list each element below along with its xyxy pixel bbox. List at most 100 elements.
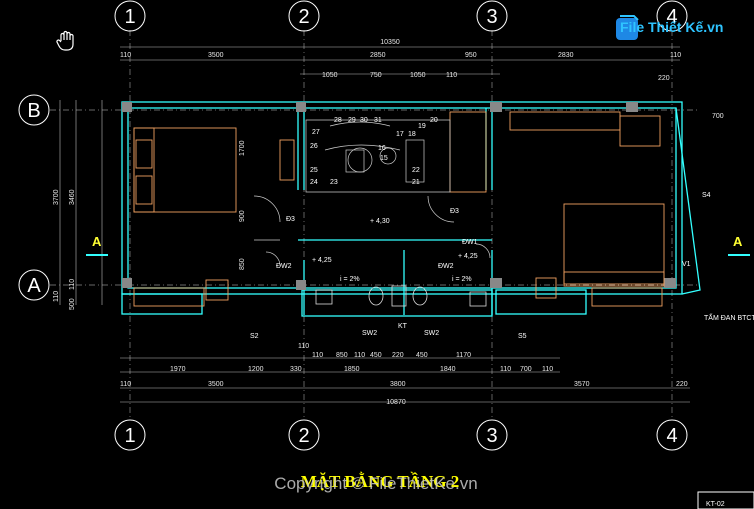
dim-left-inner: 3460 — [69, 189, 76, 205]
grid-label-top-3: 3 — [486, 6, 497, 28]
dim-bottom-r2-1: 110 — [120, 381, 131, 388]
window-label-s2: S2 — [250, 333, 259, 340]
grid-label-top-2: 2 — [298, 6, 309, 28]
stair-no-30: 30 — [360, 117, 368, 124]
grid-label-bottom-4: 4 — [666, 425, 677, 447]
stair-no-23: 23 — [330, 179, 338, 186]
dim-bottom-misc: 110 — [298, 343, 309, 350]
corner-label: KT-02 — [706, 501, 725, 508]
door-swings — [253, 195, 491, 267]
note-slab: TẤM ĐAN BTCT — [704, 312, 754, 322]
pan-hand-icon[interactable] — [56, 30, 78, 52]
stair-no-24: 24 — [310, 179, 318, 186]
grid-label-row-a: A — [27, 275, 41, 297]
stair-no-28: 28 — [334, 117, 342, 124]
dim-bottom-r2-4: 3570 — [574, 381, 590, 388]
dim-top-1: 110 — [120, 52, 131, 59]
walls — [121, 101, 701, 317]
window-label-s4: S4 — [702, 192, 711, 199]
stair-no-19: 19 — [418, 123, 426, 130]
copyright-watermark: Copyright © FileThietKe.vn — [274, 474, 477, 493]
dim-left-part-5: 110 — [53, 291, 60, 302]
dim-bottom-r2-2: 3500 — [208, 381, 224, 388]
stair-no-21: 21 — [412, 179, 420, 186]
columns — [122, 102, 676, 290]
dim-bottom-r2-3: 3800 — [390, 381, 406, 388]
dim-top-3: 2850 — [370, 52, 386, 59]
sanitary-fixtures — [315, 285, 487, 307]
drawing-title: MẶT BẰNG TẦNG 2 — [301, 472, 460, 491]
stair-no-26: 26 — [310, 143, 318, 150]
dim-bottom-r1-2: 850 — [336, 352, 348, 359]
dim-stair-1: 1050 — [322, 72, 338, 79]
level-label-430: + 4,30 — [370, 218, 390, 225]
level-label-425-left: + 4,25 — [312, 257, 332, 264]
dim-bottom-r1-3: 110 — [354, 352, 365, 359]
stair-no-29: 29 — [348, 117, 356, 124]
dim-bottom-r1b-6: 110 — [500, 366, 511, 373]
window-label-s5: S5 — [518, 333, 527, 340]
stair-no-31: 31 — [374, 117, 382, 124]
level-label-425-right: + 4,25 — [458, 253, 478, 260]
section-mark-right: A — [733, 234, 743, 249]
dim-top-4: 950 — [465, 52, 477, 59]
dim-bottom-r1b-4: 1850 — [344, 366, 360, 373]
dim-bottom-r1b-1: 1970 — [170, 366, 186, 373]
slope-label-right: i = 2% — [452, 276, 472, 283]
stair-no-15: 15 — [380, 155, 388, 162]
dim-bottom-r1-1: 110 — [312, 352, 323, 359]
stair-no-16: 16 — [378, 145, 386, 152]
dim-left-part-4: 850 — [239, 258, 246, 270]
grid-label-bottom-2: 2 — [298, 425, 309, 447]
dim-top-6: 110 — [670, 52, 681, 59]
dimension-lines — [59, 46, 690, 403]
dim-stair-2: 750 — [370, 72, 382, 79]
stair-no-22: 22 — [412, 167, 420, 174]
dim-overall-top: 10350 — [380, 39, 400, 46]
dim-top-5: 2830 — [558, 52, 574, 59]
title-block — [697, 491, 754, 509]
dim-left-part-3: 110 — [69, 279, 76, 290]
stair-no-17: 17 — [396, 131, 404, 138]
dim-bottom-r1b-5: 1840 — [440, 366, 456, 373]
dim-bottom-r2-5: 220 — [676, 381, 688, 388]
dim-stair-4: 110 — [446, 72, 457, 79]
logo-text: File Thiết Kế.vn — [620, 19, 724, 35]
dim-left-part-1: 1700 — [239, 140, 246, 156]
dim-bottom-r1b-7: 700 — [520, 366, 532, 373]
door-label-d3-left: Đ3 — [286, 216, 295, 223]
dim-left-part-2: 900 — [239, 210, 246, 222]
grid-lines — [50, 30, 700, 420]
section-mark-left: A — [92, 234, 102, 249]
door-label-dw1: ĐW1 — [462, 239, 478, 246]
dim-right-small-2: 700 — [712, 113, 724, 120]
furniture — [133, 111, 665, 307]
stair-no-20: 20 — [430, 117, 438, 124]
dim-bottom-r1b-3: 330 — [290, 366, 302, 373]
stair — [305, 119, 451, 193]
grid-label-bottom-1: 1 — [124, 425, 135, 447]
note-kt: KT — [398, 323, 408, 330]
door-label-d3-right: Đ3 — [450, 208, 459, 215]
dim-left-part-6: 500 — [69, 298, 76, 310]
site-logo[interactable]: File Thiết Kế.vn — [614, 12, 726, 44]
dim-stair-3: 1050 — [410, 72, 426, 79]
stair-no-25: 25 — [310, 167, 318, 174]
window-label-sw2-right: SW2 — [424, 330, 439, 337]
dim-bottom-r1-7: 1170 — [456, 352, 471, 359]
stair-no-18: 18 — [408, 131, 416, 138]
grid-label-bottom-3: 3 — [486, 425, 497, 447]
dim-bottom-r1-6: 450 — [416, 352, 428, 359]
grid-label-top-1: 1 — [124, 6, 135, 28]
dim-bottom-r1-5: 220 — [392, 352, 404, 359]
dim-overall-bottom: 10870 — [386, 399, 406, 406]
grid-label-top-4: 4 — [666, 6, 677, 28]
logo-mark-icon — [616, 15, 639, 40]
dim-left-outer: 3700 — [53, 189, 60, 205]
slope-label-left: i = 2% — [340, 276, 360, 283]
stair-no-27: 27 — [312, 129, 320, 136]
door-label-dw2-right: ĐW2 — [438, 263, 454, 270]
window-label-sw2-left: SW2 — [362, 330, 377, 337]
dim-bottom-r1-4: 450 — [370, 352, 382, 359]
